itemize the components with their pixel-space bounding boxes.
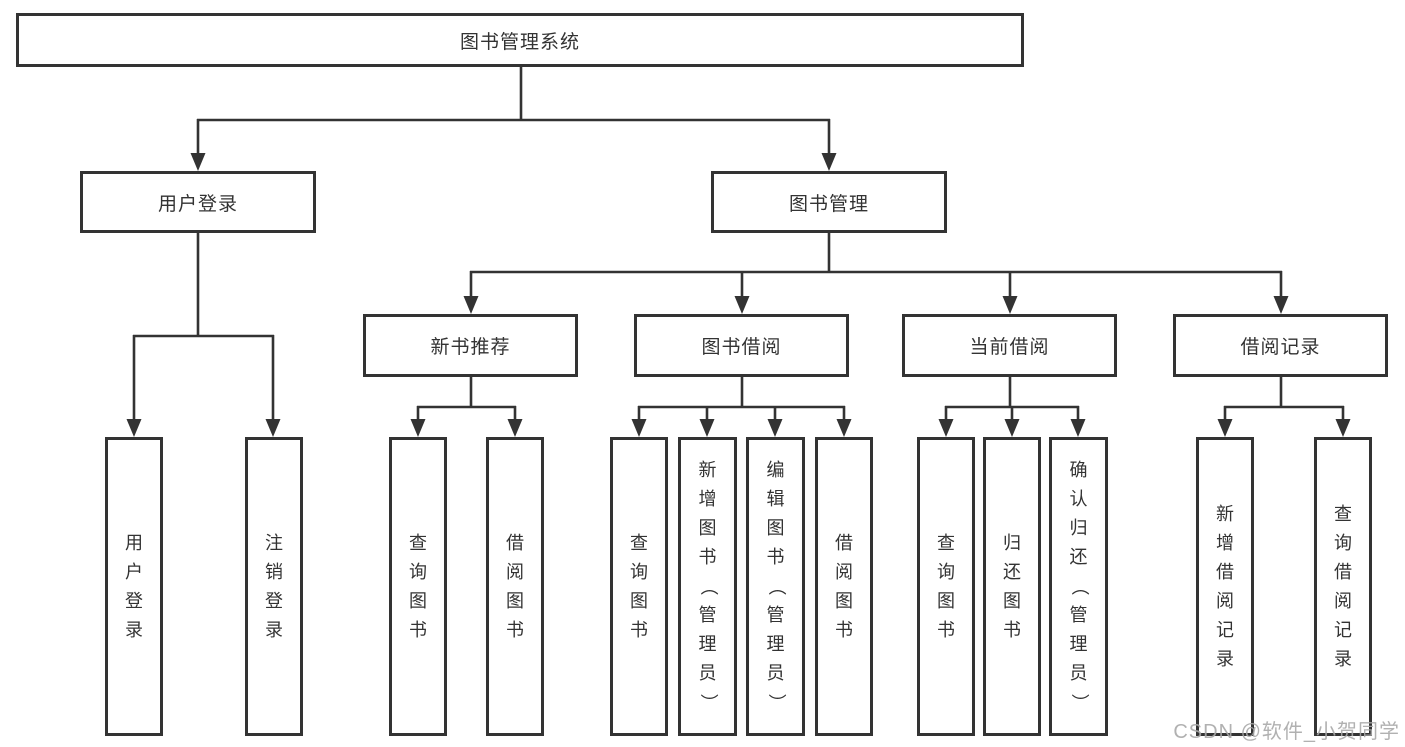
leaf-borrow-books-borrow-label: 借阅图书 xyxy=(835,532,853,640)
node-borrow-records-label: 借阅记录 xyxy=(1240,337,1321,358)
node-root: 图书管理系统 xyxy=(16,13,1024,67)
node-new-book-recommend: 新书推荐 xyxy=(363,314,578,377)
leaf-query-books-current-label: 查询图书 xyxy=(937,532,955,640)
leaf-query-borrow-record: 查询借阅记录 xyxy=(1314,437,1372,736)
leaf-logout-label: 注销登录 xyxy=(265,532,283,640)
leaf-borrow-books-borrow: 借阅图书 xyxy=(815,437,873,736)
node-root-label: 图书管理系统 xyxy=(459,31,580,53)
node-book-borrow-label: 图书借阅 xyxy=(701,337,782,358)
node-borrow-records: 借阅记录 xyxy=(1173,314,1388,377)
leaf-confirm-return-admin-label: 确认归还（管理员） xyxy=(1069,460,1089,712)
leaf-add-borrow-record-label: 新增借阅记录 xyxy=(1216,503,1234,669)
leaf-return-book-label: 归还图书 xyxy=(1003,532,1021,640)
node-new-book-recommend-label: 新书推荐 xyxy=(430,337,511,358)
leaf-user-login-label: 用户登录 xyxy=(125,532,143,640)
leaf-query-borrow-record-label: 查询借阅记录 xyxy=(1334,503,1352,669)
leaf-add-book-admin-label: 新增图书（管理员） xyxy=(698,460,718,712)
leaf-query-books-current: 查询图书 xyxy=(917,437,975,736)
node-book-borrow: 图书借阅 xyxy=(634,314,849,377)
leaf-return-book: 归还图书 xyxy=(983,437,1041,736)
leaf-query-books-recommend: 查询图书 xyxy=(389,437,447,736)
node-book-mgmt: 图书管理 xyxy=(711,171,947,233)
leaf-add-borrow-record: 新增借阅记录 xyxy=(1196,437,1254,736)
leaf-user-login: 用户登录 xyxy=(105,437,163,736)
leaf-logout: 注销登录 xyxy=(245,437,303,736)
node-book-mgmt-label: 图书管理 xyxy=(788,193,869,215)
leaf-add-book-admin: 新增图书（管理员） xyxy=(678,437,737,736)
leaf-borrow-books-recommend-label: 借阅图书 xyxy=(506,532,524,640)
node-user-login: 用户登录 xyxy=(80,171,316,233)
leaf-query-books-recommend-label: 查询图书 xyxy=(409,532,427,640)
node-user-login-label: 用户登录 xyxy=(157,193,238,215)
node-current-borrow-label: 当前借阅 xyxy=(969,337,1050,358)
leaf-query-books-borrow: 查询图书 xyxy=(610,437,668,736)
node-current-borrow: 当前借阅 xyxy=(902,314,1117,377)
leaf-query-books-borrow-label: 查询图书 xyxy=(630,532,648,640)
leaf-edit-book-admin: 编辑图书（管理员） xyxy=(746,437,805,736)
watermark-text: CSDN @软件_小贺同学 xyxy=(1173,721,1400,743)
leaf-edit-book-admin-label: 编辑图书（管理员） xyxy=(766,460,786,712)
leaf-confirm-return-admin: 确认归还（管理员） xyxy=(1049,437,1108,736)
leaf-borrow-books-recommend: 借阅图书 xyxy=(486,437,544,736)
